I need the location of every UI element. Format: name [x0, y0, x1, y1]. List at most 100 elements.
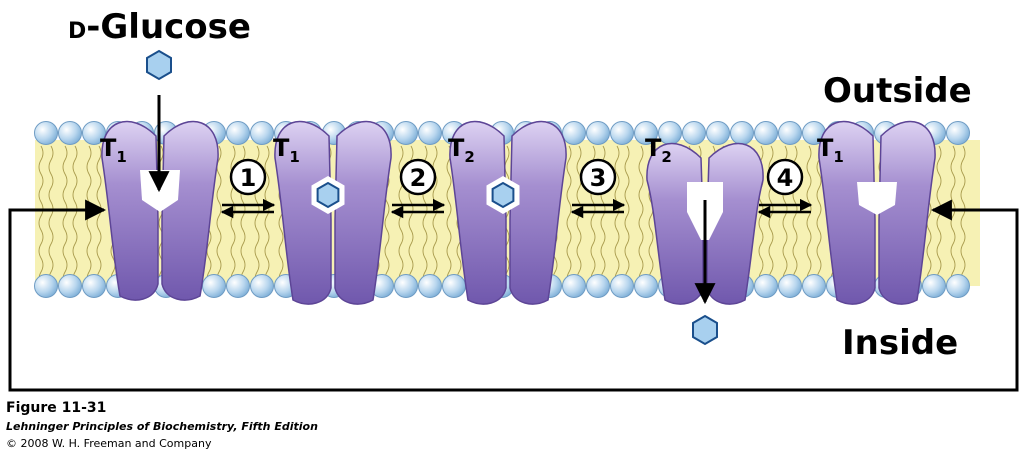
step-number: 2 [410, 164, 427, 192]
transporter: T1 [817, 120, 936, 305]
reaction-step: 4 [757, 158, 813, 219]
transporter-letter: T [645, 134, 662, 162]
lipid-tail [960, 145, 966, 287]
reaction-step: 3 [570, 158, 626, 219]
lipid-head [82, 274, 106, 298]
lipid-tail [638, 145, 644, 287]
transporter-right-domain [334, 120, 392, 305]
lipid-head [802, 274, 826, 298]
lipid-tail [806, 145, 812, 287]
transporter-right-domain [509, 120, 567, 305]
lipid-tail [48, 145, 54, 287]
lipid-head [706, 121, 730, 145]
transporter-label: T2 [448, 134, 475, 166]
lipid-head [562, 274, 586, 298]
lipid-head [610, 274, 634, 298]
glucose-d-prefix: D [68, 19, 86, 44]
glucose-label: D-Glucose [68, 7, 251, 47]
transporter-label: T1 [817, 134, 844, 166]
figure-caption-copyright: © 2008 W. H. Freeman and Company [6, 437, 212, 450]
transporter-letter: T [100, 134, 117, 162]
lipid-tail [624, 145, 630, 287]
transporter-left-domain [818, 120, 876, 305]
step-number: 4 [777, 164, 794, 192]
transporter: T1 [273, 120, 392, 305]
lipid-head [610, 121, 634, 145]
lipid-tail [566, 145, 572, 287]
lipid-head [226, 121, 250, 145]
transporter-letter: T [448, 134, 465, 162]
transporter-label: T2 [645, 134, 672, 166]
figure-caption-source: Lehninger Principles of Biochemistry, Fi… [6, 420, 318, 433]
lipid-head [58, 121, 82, 145]
lipid-tail [62, 145, 68, 287]
lipid-head [202, 274, 226, 298]
lipid-head [442, 274, 466, 298]
transporter-letter: T [817, 134, 834, 162]
transporter-right-domain [161, 120, 219, 301]
reaction-step: 2 [390, 158, 446, 219]
lipid-head [586, 121, 610, 145]
transporter-left-domain [101, 120, 159, 301]
lipid-head [634, 274, 658, 298]
lipid-head [754, 274, 778, 298]
transporter-subscript: 2 [464, 148, 474, 166]
transporter-subscript: 2 [661, 148, 671, 166]
step-circle [766, 158, 804, 196]
lipid-head [682, 121, 706, 145]
lipid-head [778, 121, 802, 145]
lipid-head [658, 121, 682, 145]
lipid-tail [72, 145, 78, 287]
lipid-head [562, 121, 586, 145]
lipid-head [946, 121, 970, 145]
lipid-head [394, 274, 418, 298]
transporter-subscript: 1 [116, 148, 126, 166]
transporter: T1 [100, 120, 219, 301]
transporter: T2 [448, 120, 567, 305]
glucose-text: -Glucose [86, 7, 251, 47]
inside-label: Inside [842, 323, 958, 363]
lipid-head [82, 121, 106, 145]
lipid-head [250, 121, 274, 145]
lipid-head [586, 274, 610, 298]
transporter-left-domain [449, 120, 507, 305]
transporter-letter: T [273, 134, 290, 162]
lipid-tail [950, 145, 956, 287]
lipid-tail [216, 145, 222, 287]
outside-label: Outside [823, 71, 972, 111]
reaction-step: 1 [220, 158, 276, 219]
lipid-head [730, 121, 754, 145]
transporter-subscript: 1 [289, 148, 299, 166]
figure-caption-title: Figure 11-31 [6, 400, 107, 416]
lipid-head [226, 274, 250, 298]
lipid-tail [264, 145, 270, 287]
transporter-label: T1 [100, 134, 127, 166]
lipid-head [778, 274, 802, 298]
lipid-head [34, 274, 58, 298]
lipid-head [394, 121, 418, 145]
glucose-molecule-inside [692, 314, 718, 346]
lipid-tail [614, 145, 620, 287]
lipid-tail [446, 145, 452, 287]
glucose-molecule-outside [146, 49, 172, 81]
lipid-tail [816, 145, 822, 287]
lipid-head [754, 121, 778, 145]
transporter-left-domain [274, 120, 332, 305]
lipid-head [922, 274, 946, 298]
transporter-right-domain [878, 120, 936, 305]
lipid-head [58, 274, 82, 298]
bound-glucose [491, 181, 515, 209]
bound-glucose [316, 181, 340, 209]
lipid-head [418, 274, 442, 298]
transporter-subscript: 1 [833, 148, 843, 166]
step-circle [399, 158, 437, 196]
step-circle [229, 158, 267, 196]
step-number: 1 [240, 164, 257, 192]
lipid-head [250, 274, 274, 298]
lipid-head [634, 121, 658, 145]
lipid-head [946, 274, 970, 298]
lipid-tail [38, 145, 44, 287]
step-circle [579, 158, 617, 196]
cycle-loop-line [8, 208, 1019, 392]
